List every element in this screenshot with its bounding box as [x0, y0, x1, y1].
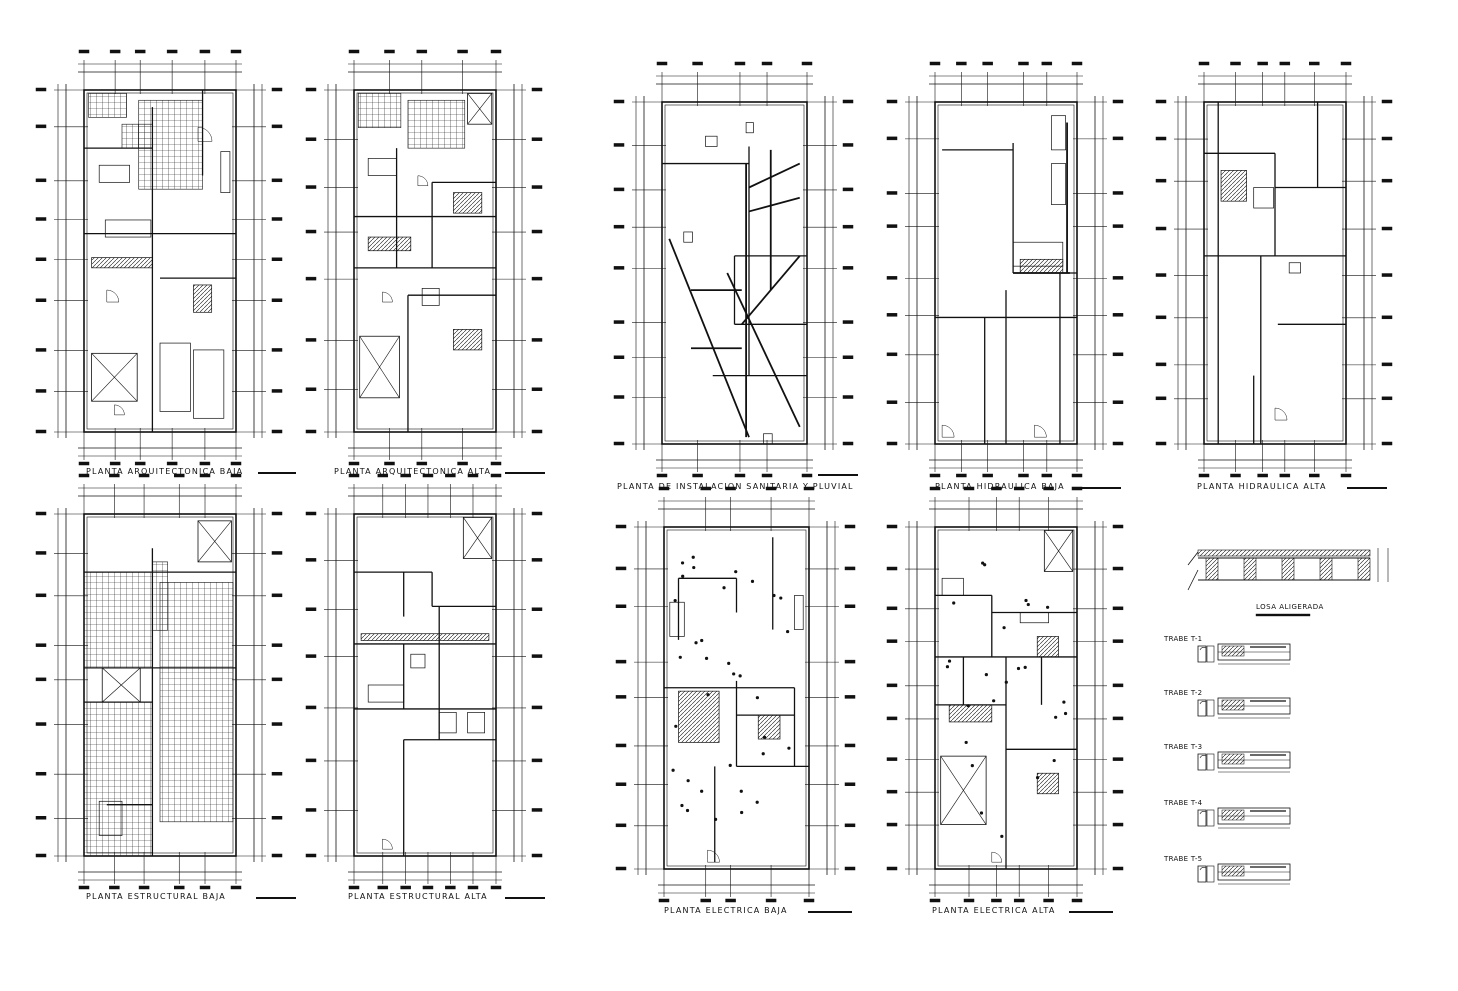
plan-hidr-alta [1155, 61, 1393, 478]
plan-title-arq-alta: PLANTA ARQUITECTONICA ALTA [334, 467, 492, 476]
beam-label-t3: TRABE T-3 [1164, 743, 1203, 751]
beam-label-t2: TRABE T-2 [1164, 689, 1203, 697]
scale-bar [1347, 487, 1387, 489]
plan-title-elec-alta: PLANTA ELECTRICA ALTA [932, 906, 1056, 915]
scale-bar [256, 897, 296, 899]
plan-elec-baja [615, 486, 856, 903]
beam-section-detail [1197, 863, 1291, 885]
plan-title-elec-baja: PLANTA ELECTRICA BAJA [664, 906, 788, 915]
beam-section-detail [1197, 807, 1291, 829]
beam-section-detail [1197, 643, 1291, 665]
plan-elec-alta [886, 486, 1124, 903]
beam-label-t1: TRABE T-1 [1164, 635, 1203, 643]
plan-title-sanitaria: PLANTA DE INSTALACION SANITARIA Y PLUVIA… [617, 482, 854, 491]
beam-label-t4: TRABE T-4 [1164, 799, 1203, 807]
beam-label-t5: TRABE T-5 [1164, 855, 1203, 863]
plan-title-est-alta: PLANTA ESTRUCTURAL ALTA [348, 892, 488, 901]
plan-est-baja [35, 473, 283, 890]
plan-sanitaria [613, 61, 854, 478]
beam-section-detail [1197, 697, 1291, 719]
plan-arq-alta [305, 49, 543, 466]
beam-section-detail [1197, 751, 1291, 773]
scale-bar [818, 474, 858, 476]
plan-title-arq-baja: PLANTA ARQUITECTONICA BAJA [86, 467, 244, 476]
losa-title: LOSA ALIGERADA [1256, 603, 1324, 611]
plan-hidr-baja [886, 61, 1124, 478]
slab-section-detail [1187, 548, 1389, 617]
plan-arq-baja [35, 49, 283, 466]
plan-title-hidr-alta: PLANTA HIDRAULICA ALTA [1197, 482, 1327, 491]
plan-est-alta [305, 473, 543, 890]
scale-bar [808, 911, 852, 913]
plan-title-est-baja: PLANTA ESTRUCTURAL BAJA [86, 892, 226, 901]
scale-bar [258, 472, 296, 474]
plan-title-hidr-baja: PLANTA HIDRAULICA BAJA [935, 482, 1065, 491]
scale-bar [505, 897, 545, 899]
scale-bar [1081, 487, 1121, 489]
scale-bar [505, 472, 545, 474]
scale-bar [1069, 911, 1113, 913]
